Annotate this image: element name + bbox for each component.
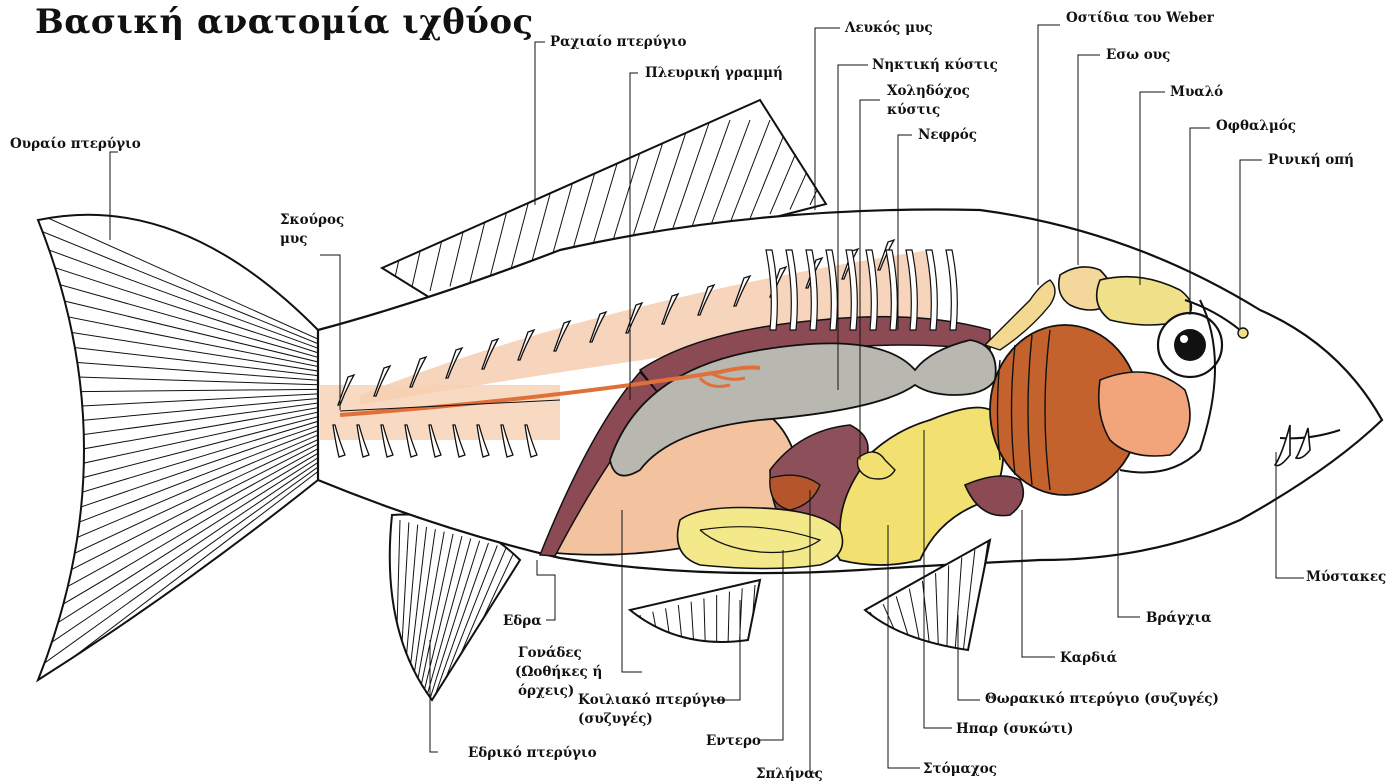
nostril (1238, 328, 1248, 338)
label-heart: Καρδιά (1060, 649, 1117, 667)
label-eye: Οφθαλμός (1216, 117, 1296, 135)
label-dark-muscle-2: μυς (280, 230, 307, 248)
label-brain: Μυαλό (1170, 83, 1223, 101)
label-dark-muscle: Σκούρος (280, 211, 344, 229)
label-barbels: Μύστακες (1306, 568, 1386, 586)
label-anus: Εδρα (503, 612, 542, 630)
label-spleen: Σπλήνας (756, 765, 823, 783)
label-intestine: Εντερο (706, 732, 761, 750)
label-swim-bladder: Νηκτική κύστις (872, 56, 998, 74)
label-gills: Βράγχια (1146, 609, 1212, 627)
label-caudal-fin: Ουραίο πτερύγιο (10, 135, 141, 153)
label-pelvic-fin: Κοιλιακό πτερύγιο (578, 691, 725, 709)
label-dorsal-fin: Ραχιαίο πτερύγιο (550, 33, 687, 51)
intestine (678, 508, 843, 569)
eye (1158, 313, 1222, 377)
label-pectoral-fin: Θωρακικό πτερύγιο (συζυγές) (985, 690, 1219, 708)
label-nostril: Ρινική οπή (1268, 151, 1354, 169)
label-lateral-line: Πλευρική γραμμή (645, 64, 783, 82)
label-liver: Ηπαρ (συκώτι) (956, 720, 1073, 738)
fin-ray (810, 120, 850, 205)
label-gonads: Γονάδες (518, 644, 582, 662)
label-gonads-2: (Ωοθήκες ή (515, 663, 602, 681)
label-weberian-ossicles: Οστίδια του Weber (1066, 9, 1214, 27)
label-anal-fin: Εδρικό πτερύγιο (468, 744, 597, 762)
label-pelvic-fin-2: (συζυγές) (578, 710, 653, 728)
label-gonads-3: όρχεις) (518, 682, 574, 700)
label-white-muscle: Λευκός μυς (845, 19, 933, 37)
label-stomach: Στόμαχος (923, 760, 997, 778)
label-kidney: Νεφρός (918, 126, 977, 144)
label-inner-ear: Εσω ους (1106, 46, 1170, 64)
caudal-fin (30, 210, 320, 690)
label-gall-bladder: Χοληδόχος (887, 82, 970, 100)
label-gall-bladder-2: κύστις (887, 101, 940, 119)
